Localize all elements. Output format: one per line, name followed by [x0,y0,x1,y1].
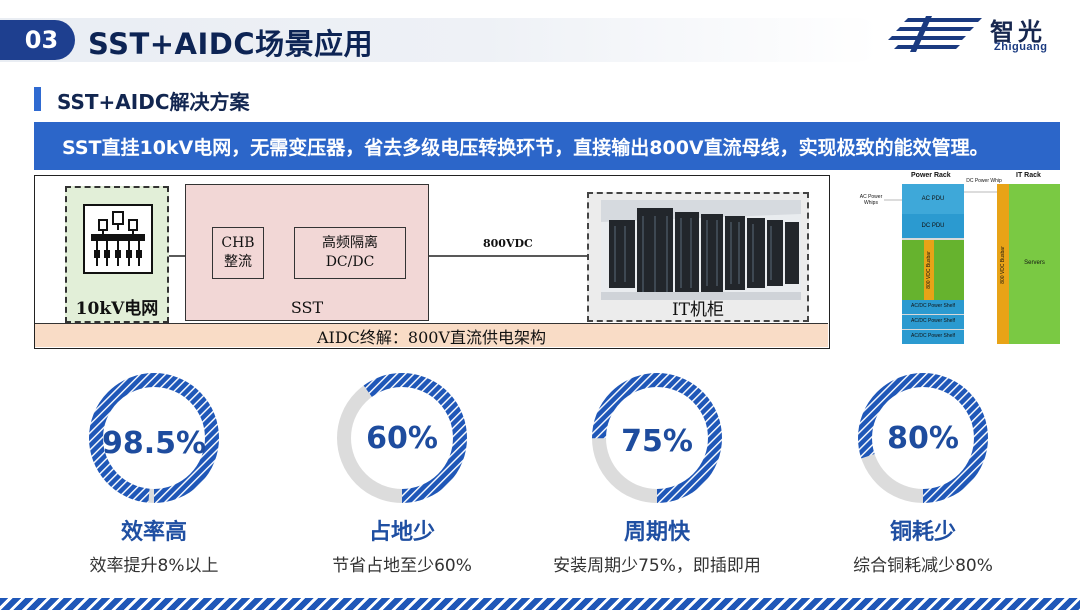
metric-name: 周期快 [623,520,690,545]
shelf-label-2: AC/DC Power Shelf [911,318,955,324]
grid-label: 10kV电网 [75,299,159,319]
metric-desc: 节省占地至少60% [332,556,472,576]
busbar-label-it: 800 VDC Busbar [1000,246,1006,284]
metric-efficiency: 98.5% 效率高 效率提升8%以上 [54,366,254,576]
aidc-architecture-strip: AIDC终解：800V直流供电架构 [35,323,828,347]
chb-line1: CHB [221,235,255,252]
logo-text: 智光 [990,18,1046,46]
shelf-label-3: AC/DC Power Shelf [911,333,955,339]
metric-desc: 安装周期少75%，即插即用 [553,556,761,576]
banner-text: SST直挂10kV电网，无需变压器，省去多级电压转换环节，直接输出800V直流母… [62,136,989,159]
page-header: 03 SST+AIDC场景应用 [0,18,880,62]
logo-mark-icon [888,16,982,52]
metric-desc: 效率提升8%以上 [89,556,219,576]
metric-desc: 综合铜耗减少80% [853,556,993,576]
ring-install-icon [592,373,722,503]
ring-progress-arc [592,373,722,503]
dc-link-label: 800VDC [483,237,533,250]
servers-label: Servers [1024,260,1045,266]
metric-name: 铜耗少 [889,520,956,545]
dc-line1: 高频隔离 [322,235,378,252]
server-room-image [601,200,801,300]
metric-value: 98.5% [101,426,207,461]
metric-name: 效率高 [120,520,187,545]
section-title: SST+AIDC解决方案 [57,90,250,114]
aidc-strip-text: AIDC终解：800V直流供电架构 [316,327,547,347]
summary-banner: SST直挂10kV电网，无需变压器，省去多级电压转换环节，直接输出800V直流母… [34,122,1060,170]
section-marker [34,87,41,111]
chb-line2: 整流 [224,254,252,270]
metric-name: 占地少 [368,520,435,545]
it-rack-label: IT机柜 [671,300,725,320]
section-number-badge: 03 [0,20,75,60]
metric-copper-loss: 80% 铜耗少 综合铜耗减少80% [823,366,1023,576]
metric-install-cycle: 75% 周期快 安装周期少75%，即插即用 [553,366,761,576]
footer-stripe [0,598,1080,610]
page-title: SST+AIDC场景应用 [88,27,374,61]
power-rack-title: Power Rack [911,172,951,179]
ring-progress-arc [337,373,467,503]
ring-footprint-icon [337,373,467,503]
header-bar [0,18,880,62]
ac-power-whips-label: AC Power Whips [859,194,883,206]
chb-rectifier-block: CHB 整流 [212,227,264,279]
shelf-label-1: AC/DC Power Shelf [911,303,955,309]
metric-value: 60% [366,421,438,456]
substation-icon [83,204,153,274]
metric-value: 80% [887,421,959,456]
metric-footprint: 60% 占地少 节省占地至少60% [302,366,502,576]
ring-progress-arc [858,373,988,503]
ring-progress-arc [89,373,219,503]
dc-pdu-label: DC PDU [921,223,945,229]
sst-box: CHB 整流 高频隔离 DC/DC SST [185,184,429,321]
power-architecture-diagram: 10kV电网 CHB 整流 高频隔离 DC/DC SST 800VDC [34,175,830,349]
sst-label: SST [290,298,324,317]
it-rack-box: IT机柜 [587,192,809,322]
logo-subtext: Zhiguang [994,41,1048,53]
grid-source-box: 10kV电网 [65,186,169,323]
rack-diagram: Power Rack IT Rack AC Power Whips DC Pow… [856,170,1066,348]
company-logo: 智光 Zhiguang [886,12,1066,58]
it-rack-title: IT Rack [1016,172,1041,179]
ring-copper-icon [858,373,988,503]
dcdc-block: 高频隔离 DC/DC [294,227,406,279]
busbar-label-power: 800 VDC Busbar [926,251,932,289]
ring-efficiency-icon [89,373,219,503]
metric-value: 75% [621,424,693,459]
ac-pdu-label: AC PDU [921,196,945,202]
dc-line2: DC/DC [325,254,375,270]
dc-power-whip-label: DC Power Whip [966,178,1002,184]
